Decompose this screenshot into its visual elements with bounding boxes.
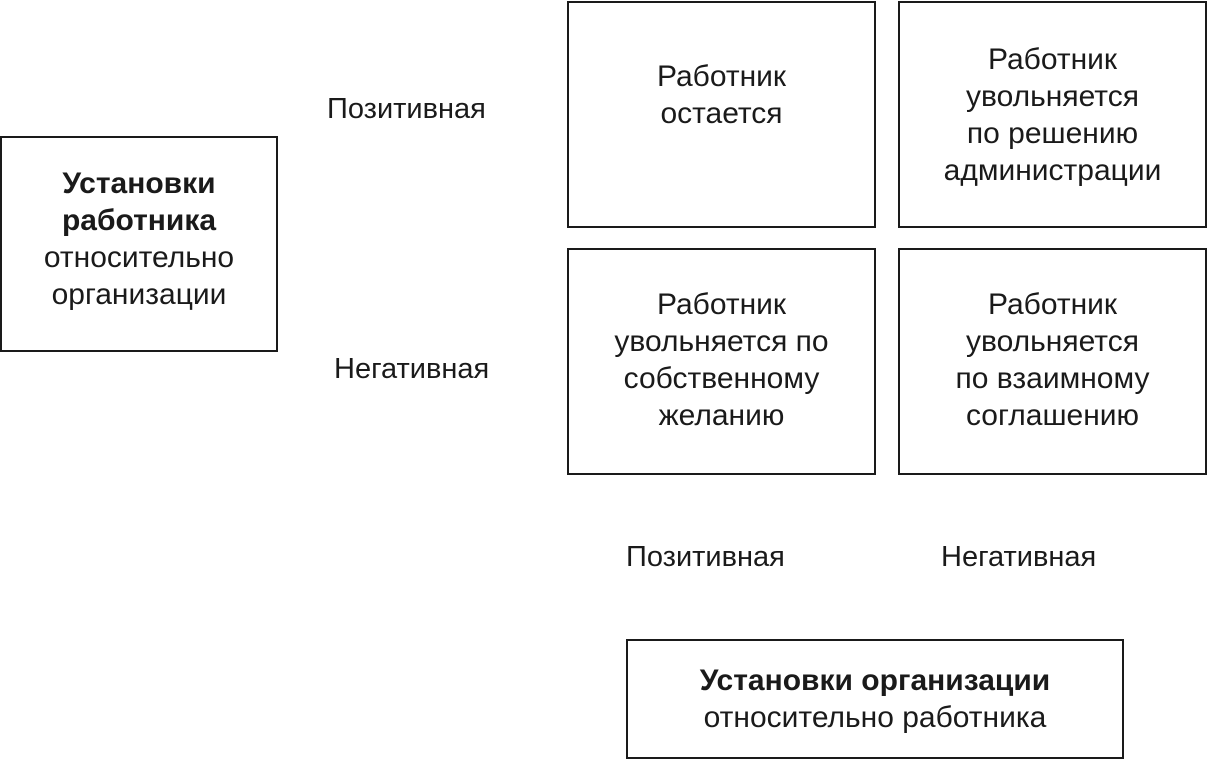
cell-text-line: по решению <box>966 116 1139 150</box>
cell-text-line: по взаимному <box>955 361 1150 395</box>
employee-attitude-title-line1: Установки <box>62 167 216 200</box>
cell-text-line: остается <box>660 96 783 130</box>
cell-text-line: Работник <box>656 59 787 93</box>
matrix-cell-resigns-voluntarily: Работник увольняется по собственному жел… <box>567 248 876 475</box>
employee-attitude-subtitle-line1: относительно <box>43 241 235 274</box>
cell-text-line: увольняется <box>966 79 1139 113</box>
employee-attitude-subtitle-line2: организации <box>51 278 227 311</box>
column-label-negative: Негативная <box>941 541 1097 573</box>
cell-text-line: увольняется <box>966 324 1139 358</box>
cell-text-line: Работник <box>987 287 1118 321</box>
cell-text-line: Работник <box>656 287 787 321</box>
cell-text-line: администрации <box>943 153 1162 187</box>
matrix-cell-employee-stays: Работник остается <box>567 1 876 228</box>
cell-text-line: желанию <box>658 398 785 432</box>
organization-attitude-title: Установки организации <box>699 664 1051 697</box>
column-label-positive: Позитивная <box>626 541 785 573</box>
matrix-cell-dismissed-by-administration: Работник увольняется по решению админист… <box>898 1 1207 228</box>
employee-attitude-title-line2: работника <box>61 204 217 237</box>
organization-attitude-box: Установки организации относительно работ… <box>626 639 1124 759</box>
cell-text-line: Работник <box>987 42 1118 76</box>
employee-attitude-box: Установки работника относительно организ… <box>0 136 278 352</box>
organization-attitude-subtitle: относительно работника <box>703 701 1047 734</box>
cell-text-line: собственному <box>623 361 820 395</box>
matrix-cell-mutual-agreement: Работник увольняется по взаимному соглаш… <box>898 248 1207 475</box>
cell-text-line: соглашению <box>965 398 1140 432</box>
cell-text-line: увольняется по <box>614 324 829 358</box>
row-label-negative: Негативная <box>334 353 490 385</box>
row-label-positive: Позитивная <box>327 93 486 125</box>
